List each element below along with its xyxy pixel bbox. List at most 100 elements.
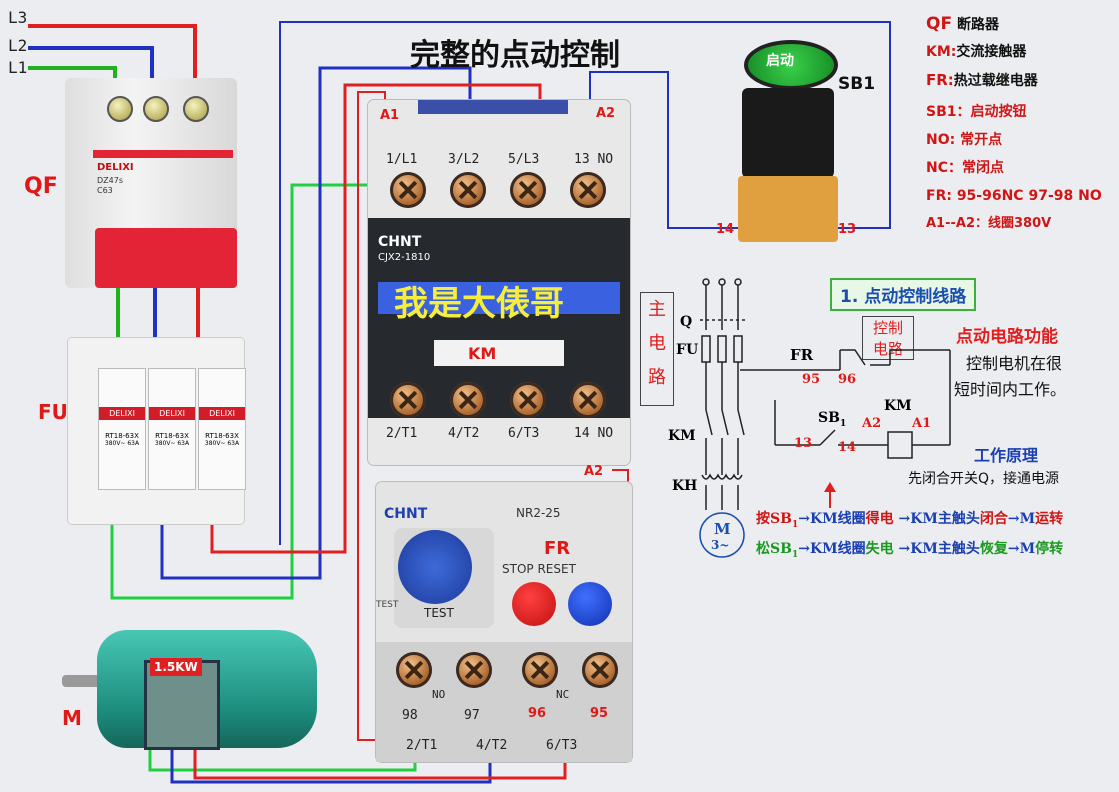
control-wire-blue bbox=[279, 21, 891, 545]
fr-contact-96: 96 bbox=[528, 706, 547, 721]
press-e: 闭合 bbox=[979, 511, 1008, 527]
fu-label: FU bbox=[38, 400, 68, 424]
fr-current-dial[interactable] bbox=[398, 530, 472, 604]
fr-contact-98: 98 bbox=[402, 708, 418, 723]
fuse-3: DELIXI RT18-63X 380V~ 63A bbox=[198, 368, 246, 490]
schem-sb-14: 14 bbox=[838, 440, 857, 455]
legend: QF 断路器 KM:交流接触器 FR:热过载继电器 SB1：启动按钮 NO: 常… bbox=[926, 10, 1116, 238]
fuse-2-rating: 380V~ 63A bbox=[154, 440, 190, 447]
legend-qf-val: 断路器 bbox=[956, 17, 999, 33]
schem-sb1-sub: 1 bbox=[839, 418, 847, 429]
fr-terminal-97[interactable] bbox=[456, 652, 492, 688]
fuse-3-brand: DELIXI bbox=[199, 407, 245, 420]
schem-coil-a1: A1 bbox=[912, 416, 932, 431]
breaker-handle[interactable] bbox=[95, 228, 237, 288]
schematic-drawing bbox=[699, 278, 951, 558]
fuse-1-rating: 380V~ 63A bbox=[104, 440, 140, 447]
fuse-1: DELIXI RT18-63X 380V~ 63A bbox=[98, 368, 146, 490]
fr-stop-button[interactable] bbox=[512, 582, 556, 626]
fr-stop-reset-label: STOP RESET bbox=[502, 562, 576, 576]
schematic-heading: 1. 点动控制线路 bbox=[830, 278, 977, 311]
fuse-block-fu: DELIXI RT18-63X 380V~ 63A DELIXI RT18-63… bbox=[68, 338, 246, 524]
contactor-brand: CHNT bbox=[378, 234, 422, 250]
legend-qf: QF 断路器 bbox=[926, 10, 1116, 38]
legend-km: KM:交流接触器 bbox=[926, 38, 1116, 66]
fu-km-wire-l1 bbox=[110, 183, 400, 600]
principle-title: 工作原理 bbox=[974, 446, 1039, 465]
l3-wire bbox=[28, 24, 197, 100]
press-d: →KM主触头 bbox=[893, 511, 980, 527]
km-a2-bottom-label: A2 bbox=[584, 464, 604, 479]
contactor-model: CJX2-1810 bbox=[378, 252, 431, 263]
press-f: →M bbox=[1007, 511, 1036, 527]
km-bot-term-2: 4/T2 bbox=[448, 426, 480, 441]
motor-power: 1.5KW bbox=[150, 658, 202, 676]
km-terminal-6t3[interactable] bbox=[510, 382, 546, 418]
km-terminal-13[interactable] bbox=[570, 172, 606, 208]
l1-label: L1 bbox=[8, 58, 28, 77]
press-a: 按SB bbox=[756, 511, 792, 527]
fr-reset-button[interactable] bbox=[568, 582, 612, 626]
km-terminal-5l3[interactable] bbox=[510, 172, 546, 208]
legend-fr-contacts: FR: 95-96NC 97-98 NO bbox=[926, 188, 1102, 204]
contactor-watermark: 我是大俵哥 bbox=[394, 284, 564, 324]
release-b: →KM线圈 bbox=[798, 541, 866, 557]
control-circuit-line-2: 电路 bbox=[872, 340, 903, 358]
principle-line: 先闭合开关Q，接通电源 bbox=[908, 471, 1060, 487]
press-sub: 1 bbox=[791, 519, 799, 530]
km-terminal-4t2[interactable] bbox=[450, 382, 486, 418]
km-bot-term-4: 14 NO bbox=[574, 426, 614, 441]
schem-fu-label: FU bbox=[676, 342, 699, 358]
fuse-2-model: RT18-63X bbox=[155, 432, 189, 440]
fr-nc-label: NC bbox=[556, 688, 570, 701]
legend-no: NO: 常开点 bbox=[926, 132, 1003, 148]
schem-coil-km: KM bbox=[884, 398, 912, 414]
motor-m: 1.5KW bbox=[62, 620, 322, 755]
fr-terminal-96[interactable] bbox=[522, 652, 558, 688]
main-circuit-char-2: 电 bbox=[648, 333, 666, 354]
fr-brand: CHNT bbox=[384, 506, 428, 522]
breaker-model: DZ47s bbox=[97, 176, 123, 185]
schem-fr-95: 95 bbox=[802, 372, 821, 387]
km-terminal-14[interactable] bbox=[570, 382, 606, 418]
fuse-2: DELIXI RT18-63X 380V~ 63A bbox=[148, 368, 196, 490]
function-line-1: 控制电机在很 bbox=[966, 354, 1063, 373]
release-sub: 1 bbox=[791, 549, 799, 560]
km-top-term-4: 13 NO bbox=[574, 152, 614, 167]
fr-terminal-95[interactable] bbox=[582, 652, 618, 688]
press-b: →KM线圈 bbox=[798, 511, 866, 527]
function-title: 点动电路功能 bbox=[956, 327, 1058, 347]
legend-km-key: KM: bbox=[926, 44, 957, 60]
km-terminal-1l1[interactable] bbox=[390, 172, 426, 208]
km-terminal-3l2[interactable] bbox=[450, 172, 486, 208]
fr-terminal-98[interactable] bbox=[396, 652, 432, 688]
fr-test-label: TEST bbox=[424, 606, 454, 620]
control-circuit-line-1: 控制 bbox=[872, 319, 903, 337]
control-circuit-box: 控制 电路 bbox=[862, 316, 914, 360]
fr-contact-97: 97 bbox=[464, 708, 480, 723]
start-button-label: 启动 bbox=[766, 53, 794, 69]
qf-label: QF bbox=[24, 174, 58, 199]
breaker-rating: C63 bbox=[97, 186, 113, 195]
release-e: 恢复 bbox=[979, 541, 1008, 557]
fr-test-small: TEST bbox=[376, 600, 399, 610]
schem-km-label: KM bbox=[668, 428, 696, 444]
breaker-brand: DELIXI bbox=[97, 162, 134, 173]
l3-label: L3 bbox=[8, 8, 28, 27]
km-terminal-2t1[interactable] bbox=[390, 382, 426, 418]
function-line-2: 短时间内工作。 bbox=[954, 380, 1067, 399]
l2-label: L2 bbox=[8, 36, 28, 55]
breaker-qf: DELIXI DZ47s C63 bbox=[65, 78, 237, 288]
press-sequence: 按SB1→KM线圈得电 →KM主触头闭合→M运转 bbox=[756, 508, 1063, 530]
legend-qf-key: QF bbox=[926, 14, 953, 34]
motor-wire-v bbox=[170, 730, 492, 784]
release-g: 停转 bbox=[1035, 541, 1064, 557]
page-title: 完整的点动控制 bbox=[410, 38, 620, 73]
km-a1-label: A1 bbox=[380, 108, 400, 123]
contactor-km: 我是大俵哥 CHNT CJX2-1810 KM 1/L1 3/L2 5/L3 1… bbox=[368, 100, 630, 465]
breaker-terminal-l2 bbox=[143, 96, 169, 122]
sb-terminal-13: 13 bbox=[838, 222, 857, 237]
fr-contact-95: 95 bbox=[590, 706, 609, 721]
release-c: 失电 bbox=[865, 541, 894, 557]
